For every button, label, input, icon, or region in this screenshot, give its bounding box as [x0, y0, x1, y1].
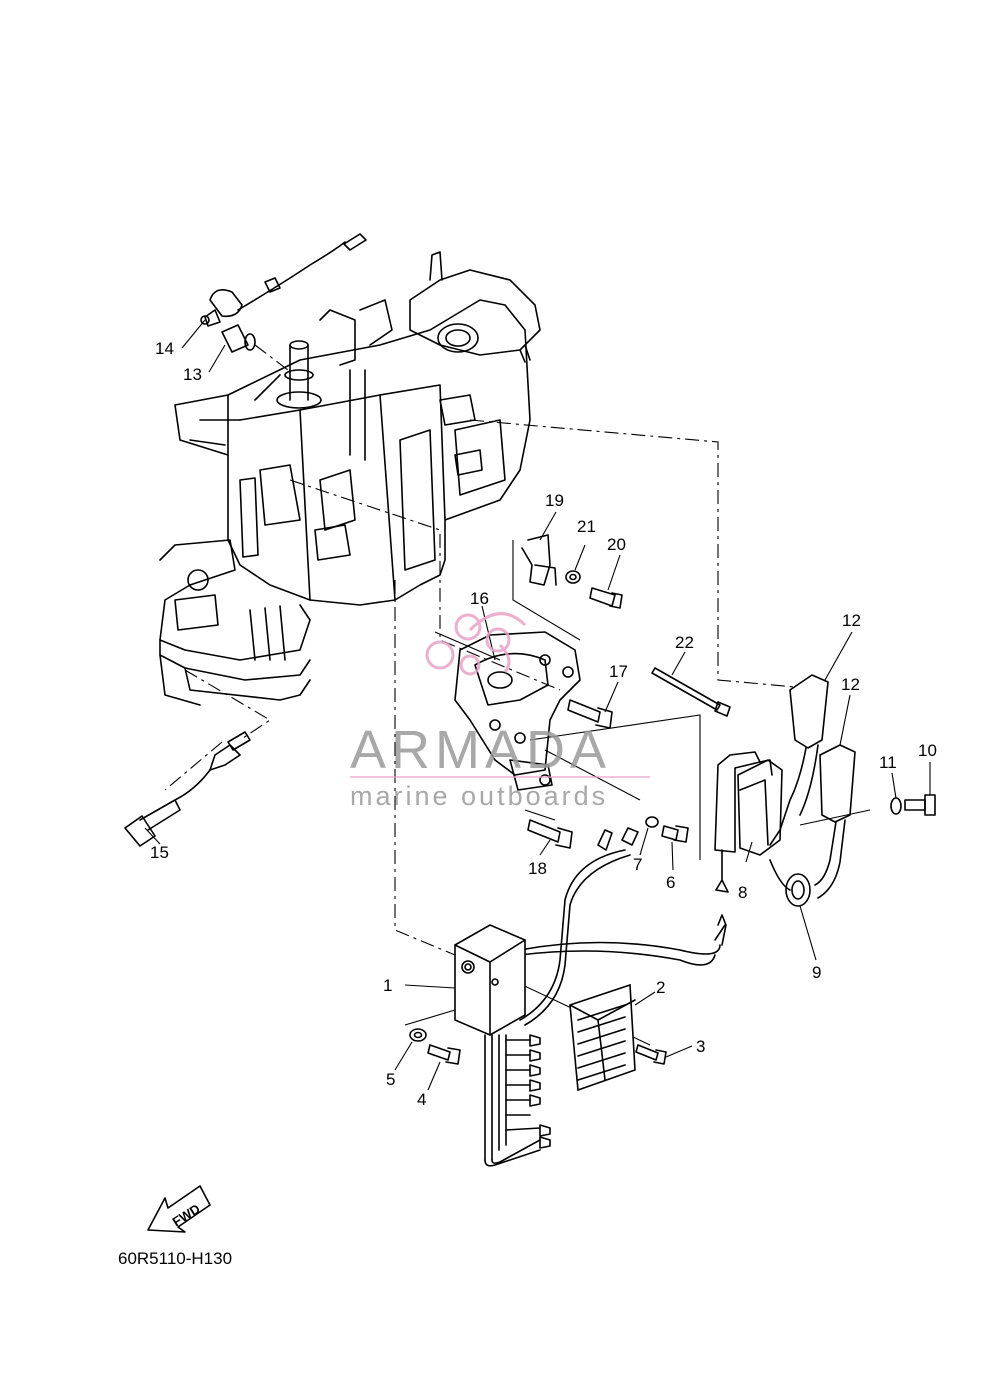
callout-2: 2 [656, 978, 665, 997]
callout-leaders [144, 319, 931, 1091]
callout-14: 14 [155, 339, 174, 358]
callout-6: 6 [666, 873, 675, 892]
callout-22: 22 [675, 633, 694, 652]
cdi-unit [454, 924, 551, 1167]
thermo-sensor-lead [200, 233, 367, 371]
diagram-code: 60R5110-H130 [118, 1249, 232, 1268]
callout-21: 21 [577, 517, 596, 536]
bottom-bracket [159, 539, 311, 706]
clamp-bolt-group [521, 534, 623, 609]
stator-bracket [454, 631, 689, 851]
rectifier-regulator [569, 983, 667, 1092]
callout-15: 15 [150, 843, 169, 862]
callout-5: 5 [386, 1070, 395, 1089]
callout-7: 7 [633, 855, 642, 874]
watermark-brand: ARMADA [350, 720, 611, 780]
callout-18: 18 [528, 859, 547, 878]
cable-tie [651, 667, 731, 717]
callout-4: 4 [417, 1090, 426, 1109]
callout-9: 9 [812, 963, 821, 982]
callout-3: 3 [696, 1037, 705, 1056]
sensor-connector [124, 731, 251, 847]
callout-8: 8 [738, 883, 747, 902]
callout-13: 13 [183, 365, 202, 384]
fwd-label: FWD [170, 1201, 203, 1229]
callout-16: 16 [470, 589, 489, 608]
callout-11: 11 [879, 753, 897, 772]
ignition-coil [714, 751, 783, 946]
cdi-bolt-washer [409, 1028, 461, 1065]
callout-17: 17 [609, 662, 628, 681]
coil-bolt [890, 794, 936, 816]
callout-labels: 1 2 3 4 5 6 7 8 9 10 11 12 12 13 14 15 1… [150, 339, 937, 1109]
engine-block [174, 251, 541, 606]
callout-12b: 12 [841, 675, 860, 694]
watermark-tagline: marine outboards [350, 781, 608, 811]
callout-20: 20 [607, 535, 626, 554]
callout-1: 1 [383, 976, 392, 995]
callout-19: 19 [545, 491, 564, 510]
watermark: ARMADA marine outboards [350, 612, 650, 811]
fwd-arrow: FWD [147, 1185, 211, 1233]
callout-12a: 12 [842, 611, 861, 630]
watermark-logo [425, 612, 527, 676]
wiring-harness [519, 849, 726, 1026]
callout-10: 10 [918, 741, 937, 760]
spark-plug-caps [769, 674, 856, 899]
grommet [769, 859, 811, 907]
